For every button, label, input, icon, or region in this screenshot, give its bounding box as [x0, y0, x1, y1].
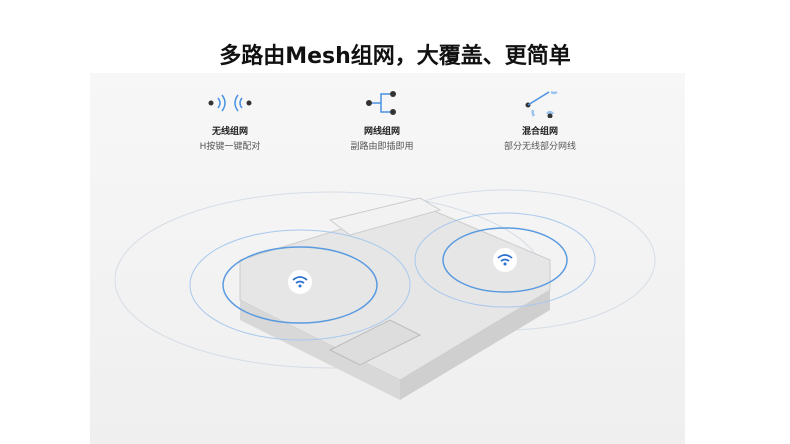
wifi-icon — [493, 248, 517, 272]
feature-name: 网线组网 — [363, 127, 400, 137]
feature-desc: H按键一键配对 — [199, 142, 261, 152]
feature-name: 混合组网 — [521, 127, 558, 137]
feature-desc: 部分无线部分网线 — [503, 142, 576, 152]
feature-wireless: 无线组网 H按键一键配对 — [160, 88, 300, 152]
page-title: 多路由Mesh组网，大覆盖、更简单 — [219, 44, 571, 69]
wifi-icon — [288, 270, 312, 294]
hybrid-network-icon — [525, 90, 558, 118]
feature-hybrid: 混合组网 部分无线部分网线 — [470, 88, 610, 152]
feature-desc: 副路由即插即用 — [350, 142, 414, 152]
feature-name: 无线组网 — [211, 127, 248, 137]
house-illustration — [114, 189, 656, 400]
wireless-icon — [208, 94, 252, 112]
feature-wired: 网线组网 副路由即插即用 — [312, 88, 452, 152]
wired-network-icon — [366, 91, 396, 115]
